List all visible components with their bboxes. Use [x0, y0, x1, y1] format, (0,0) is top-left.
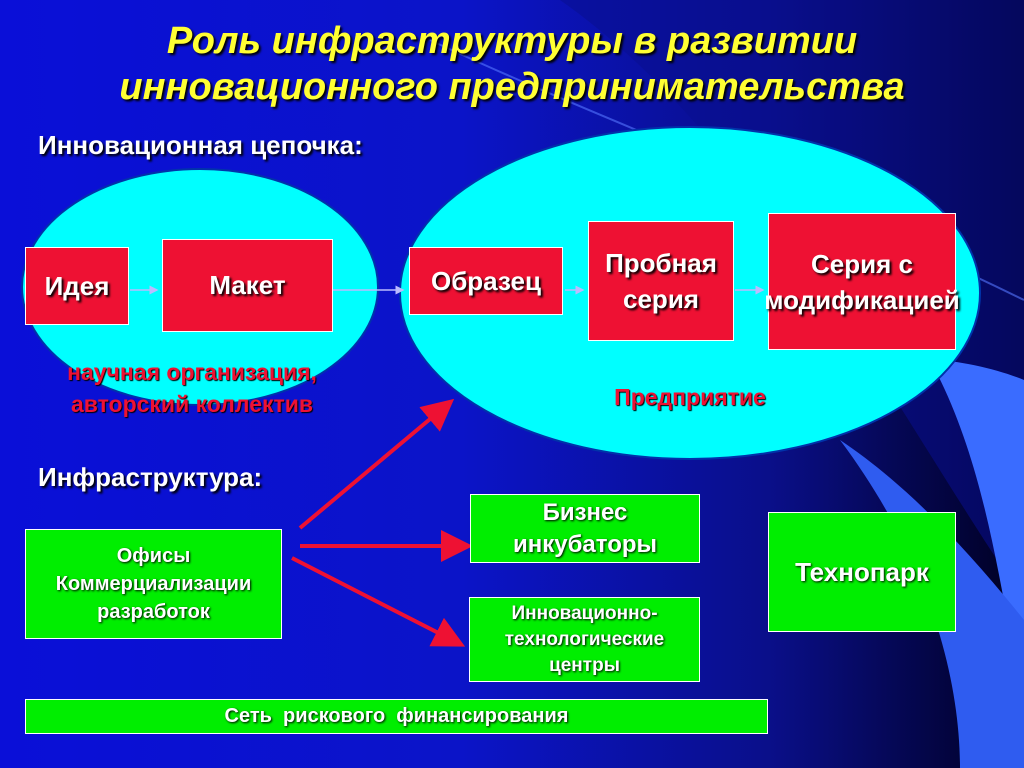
enterprise-label: Предприятие	[614, 384, 766, 410]
science-org-label: научная организация, авторский коллектив	[14, 356, 370, 420]
offices-box: Офисы Коммерциализации разработок	[25, 529, 282, 639]
idea-box: Идея	[25, 247, 129, 325]
business-incubators-box: Бизнес инкубаторы	[470, 494, 700, 563]
sample-box: Образец	[409, 247, 563, 315]
page-title: Роль инфраструктуры в развитии инновацио…	[0, 18, 1024, 110]
chain-heading: Инновационная цепочка:	[38, 130, 363, 160]
decor-curve-band	[930, 360, 1024, 700]
science-org-line-1: научная организация,	[67, 359, 317, 385]
offices-line-3: разработок	[97, 601, 210, 623]
series-line-2: модификацией	[764, 284, 960, 315]
pilot-series-box: Пробная серия	[588, 221, 734, 341]
pilot-line-1: Пробная	[605, 248, 717, 278]
incubators-line-2: инкубаторы	[512, 530, 658, 558]
tech-centers-box: Инновационно- технологические центры	[469, 597, 700, 682]
pilot-line-2: серия	[623, 284, 699, 314]
tech-centers-line-3: центры	[549, 654, 620, 676]
technopark-box: Технопарк	[768, 512, 956, 632]
arrow-offices-enterprise	[298, 398, 455, 530]
series-line-1: Серия с	[811, 248, 913, 279]
offices-line-2: Коммерциализации	[55, 573, 252, 595]
tech-centers-line-1: Инновационно-	[511, 602, 658, 624]
offices-line-1: Офисы	[116, 545, 191, 567]
title-line-1: Роль инфраструктуры в развитии	[166, 20, 858, 62]
incubators-line-1: Бизнес	[542, 498, 628, 526]
decor-curve-light	[560, 0, 1024, 600]
infrastructure-heading: Инфраструктура:	[38, 462, 263, 492]
venture-network-box: Сеть рискового финансирования	[25, 699, 768, 734]
title-line-2: инновационного предпринимательства	[119, 66, 905, 108]
model-box: Макет	[162, 239, 333, 332]
series-modification-box: Серия с модификацией	[764, 213, 960, 350]
tech-centers-line-2: технологические	[504, 628, 665, 650]
science-org-line-2: авторский коллектив	[70, 391, 314, 417]
arrow-offices-techcenters	[291, 556, 466, 647]
